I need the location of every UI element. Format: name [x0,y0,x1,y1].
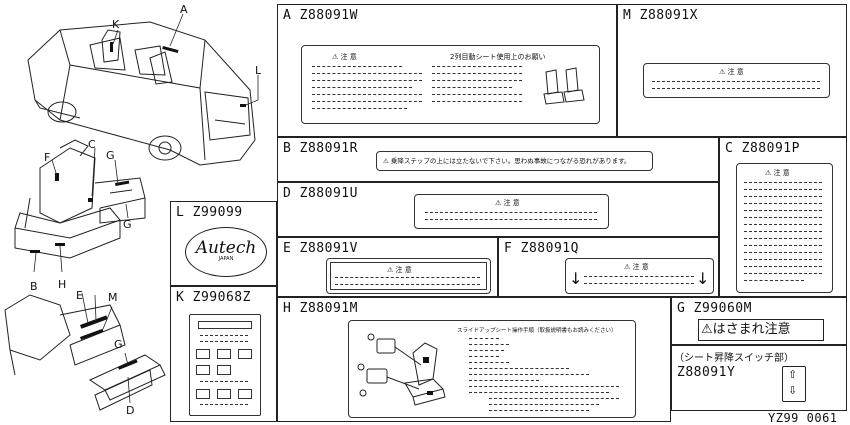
figure-reference-code: YZ99 0061 [768,411,838,425]
callout-L: L [255,64,262,77]
part-code-A: A Z88091W [283,8,358,23]
callout-M: M [108,291,118,304]
callout-A: A [180,3,188,16]
part-code-G: G Z99060M [677,301,752,316]
callout-G-upper: G [106,149,115,162]
label-cell-A: A Z88091W ⚠ 注 意 2列目動シート使用上のお願い [277,4,617,137]
part-code-M: M Z88091X [623,8,698,23]
arrow-up-icon: ⇧ [788,368,798,381]
label-cell-B: B Z88091R ⚠ 乗降ステップの上には立たないで下さい。思わぬ事故につなが… [277,137,719,182]
arrow-down-icon: ⇩ [788,384,798,397]
warning-title-A: ⚠ 注 意 [332,53,357,61]
label-cell-C: C Z88091P ⚠ 注 意 [719,137,847,297]
label-cell-G: G Z99060M ⚠はさまれ注意 [671,297,847,345]
seat-lift-switch-label: ⇧ ⇩ [782,366,806,402]
seat-pictogram-icon [543,67,585,105]
callout-F: F [44,151,51,164]
part-code-H: H Z88091M [283,301,358,316]
instruction-title-H: スライドアップシート操作手順（取扱説明書もお読みください） [457,328,617,334]
part-code-E: E Z88091V [283,241,358,256]
label-cell-E: E Z88091V ⚠ 注 意 [277,237,498,297]
warning-plate-B: ⚠ 乗降ステップの上には立たないで下さい。思わぬ事故につながる恐れがあります。 [376,151,653,171]
warning-plate-M: ⚠ 注 意 [643,63,830,98]
part-code-C: C Z88091P [725,141,800,156]
van-drawing [27,13,259,166]
callout-G-step: G [114,338,123,351]
seat-drawing [14,139,146,273]
switch-caption: （シート昇降スイッチ部） [674,353,794,364]
callout-G-lower: G [123,218,132,231]
warning-text-B: ⚠ 乗降ステップの上には立たないで下さい。思わぬ事故につながる恐れがあります。 [383,157,631,165]
warning-triangle-icon: ⚠ [701,322,713,337]
warning-title-M: ⚠ 注 意 [719,68,744,76]
part-code-B: B Z88091R [283,141,358,156]
arrow-down-left-icon: ↓ [569,269,583,288]
autech-logo: Autech JAPAN [185,227,267,277]
warning-plate-F: ⚠ 注 意 ↓ ↓ [565,258,714,294]
step-drawing [4,292,166,411]
vehicle-illustrations: A K L F C G G B H [0,0,270,425]
warning-title-D: ⚠ 注 意 [495,199,520,207]
callout-D: D [126,404,135,417]
warning-title-E: ⚠ 注 意 [387,266,412,274]
pinch-warning-label: ⚠はさまれ注意 [698,319,824,341]
label-cell-F: F Z88091Q ⚠ 注 意 ↓ ↓ [498,237,719,297]
pinch-warning-text: はさまれ注意 [712,322,791,337]
label-cell-H: H Z88091M スライドアップシート操作手順（取扱説明書もお読みください） [277,297,671,422]
switch-panel-plate [189,314,261,416]
part-code-L: L Z99099 [176,205,243,220]
callout-H: H [58,278,67,291]
label-cell-K: K Z99068Z [170,286,277,422]
autech-logo-text: Autech [195,238,257,258]
callout-E: E [76,289,83,302]
warning-plate-C: ⚠ 注 意 [736,163,833,293]
part-code-K: K Z99068Z [176,290,251,305]
part-code-switch: Z88091Y [677,365,736,380]
part-code-D: D Z88091U [283,186,358,201]
callout-C: C [88,138,96,151]
label-cell-D: D Z88091U ⚠ 注 意 [277,182,719,237]
callout-K: K [112,18,120,31]
part-code-F: F Z88091Q [504,241,579,256]
warning-subtitle-A: 2列目動シート使用上のお願い [450,53,546,61]
label-cell-switch: （シート昇降スイッチ部） Z88091Y ⇧ ⇩ [671,345,847,411]
autech-logo-sub: JAPAN [218,256,234,262]
warning-title-C: ⚠ 注 意 [765,169,790,177]
label-cell-M: M Z88091X ⚠ 注 意 [617,4,847,137]
label-cell-L: L Z99099 Autech JAPAN [170,201,277,286]
warning-plate-A: ⚠ 注 意 2列目動シート使用上のお願い [301,45,600,124]
warning-plate-E: ⚠ 注 意 [326,258,491,294]
callout-B: B [30,280,38,293]
instruction-plate-H: スライドアップシート操作手順（取扱説明書もお読みください） [348,320,636,418]
seat-operation-diagram [357,333,446,406]
warning-title-F: ⚠ 注 意 [624,263,649,271]
arrow-down-right-icon: ↓ [696,269,710,288]
warning-plate-D: ⚠ 注 意 [414,194,609,229]
